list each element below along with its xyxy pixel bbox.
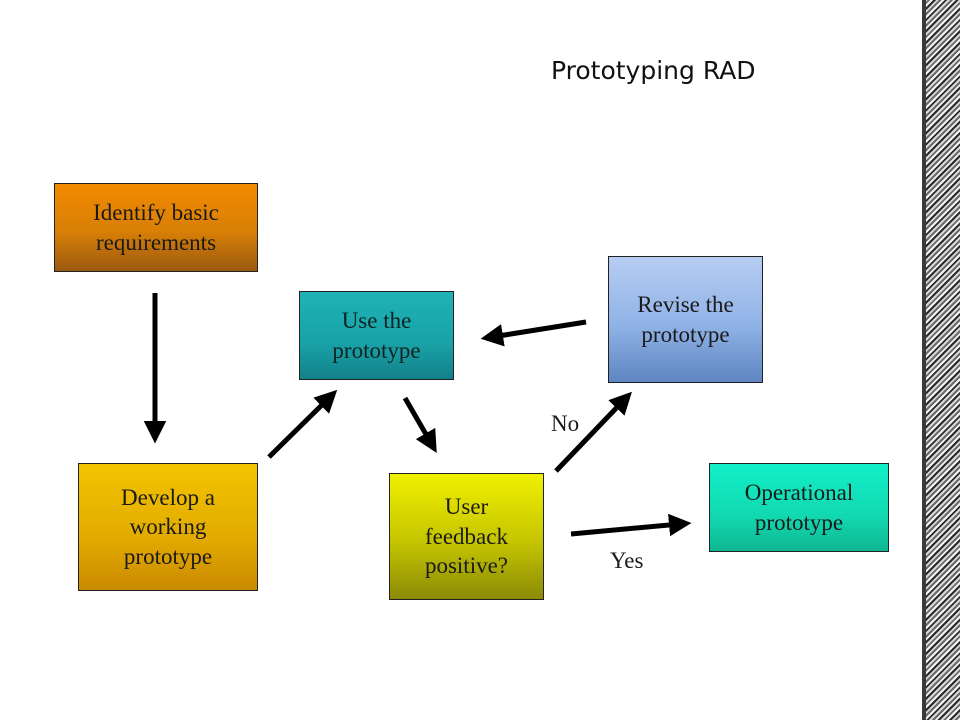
node-operational-prototype: Operational prototype xyxy=(709,463,889,552)
node-use-label: Use the prototype xyxy=(332,308,421,363)
arrow-use-to-feedback xyxy=(402,396,437,453)
edge-label-yes: Yes xyxy=(610,548,644,573)
node-feedback-label: User feedback positive? xyxy=(424,494,509,579)
arrow-revise-to-use xyxy=(480,319,587,347)
arrow-develop-to-use xyxy=(267,389,338,459)
arrow-feedback-to-revise xyxy=(554,391,632,473)
node-user-feedback: User feedback positive? xyxy=(389,473,544,600)
node-revise-label: Revise the prototype xyxy=(637,292,734,347)
node-use-prototype: Use the prototype xyxy=(299,291,454,380)
node-revise-prototype: Revise the prototype xyxy=(608,256,763,383)
node-develop-label: Develop a working prototype xyxy=(121,484,215,569)
slide-title: Prototyping RAD xyxy=(551,56,756,85)
edge-label-no: No xyxy=(551,411,580,436)
node-identify-requirements: Identify basic requirements xyxy=(54,183,258,272)
node-operational-label: Operational prototype xyxy=(744,480,854,535)
node-develop-prototype: Develop a working prototype xyxy=(78,463,258,591)
decorative-border-strip xyxy=(922,0,960,720)
node-identify-label: Identify basic requirements xyxy=(93,200,219,255)
arrow-feedback-to-operational xyxy=(570,513,692,537)
